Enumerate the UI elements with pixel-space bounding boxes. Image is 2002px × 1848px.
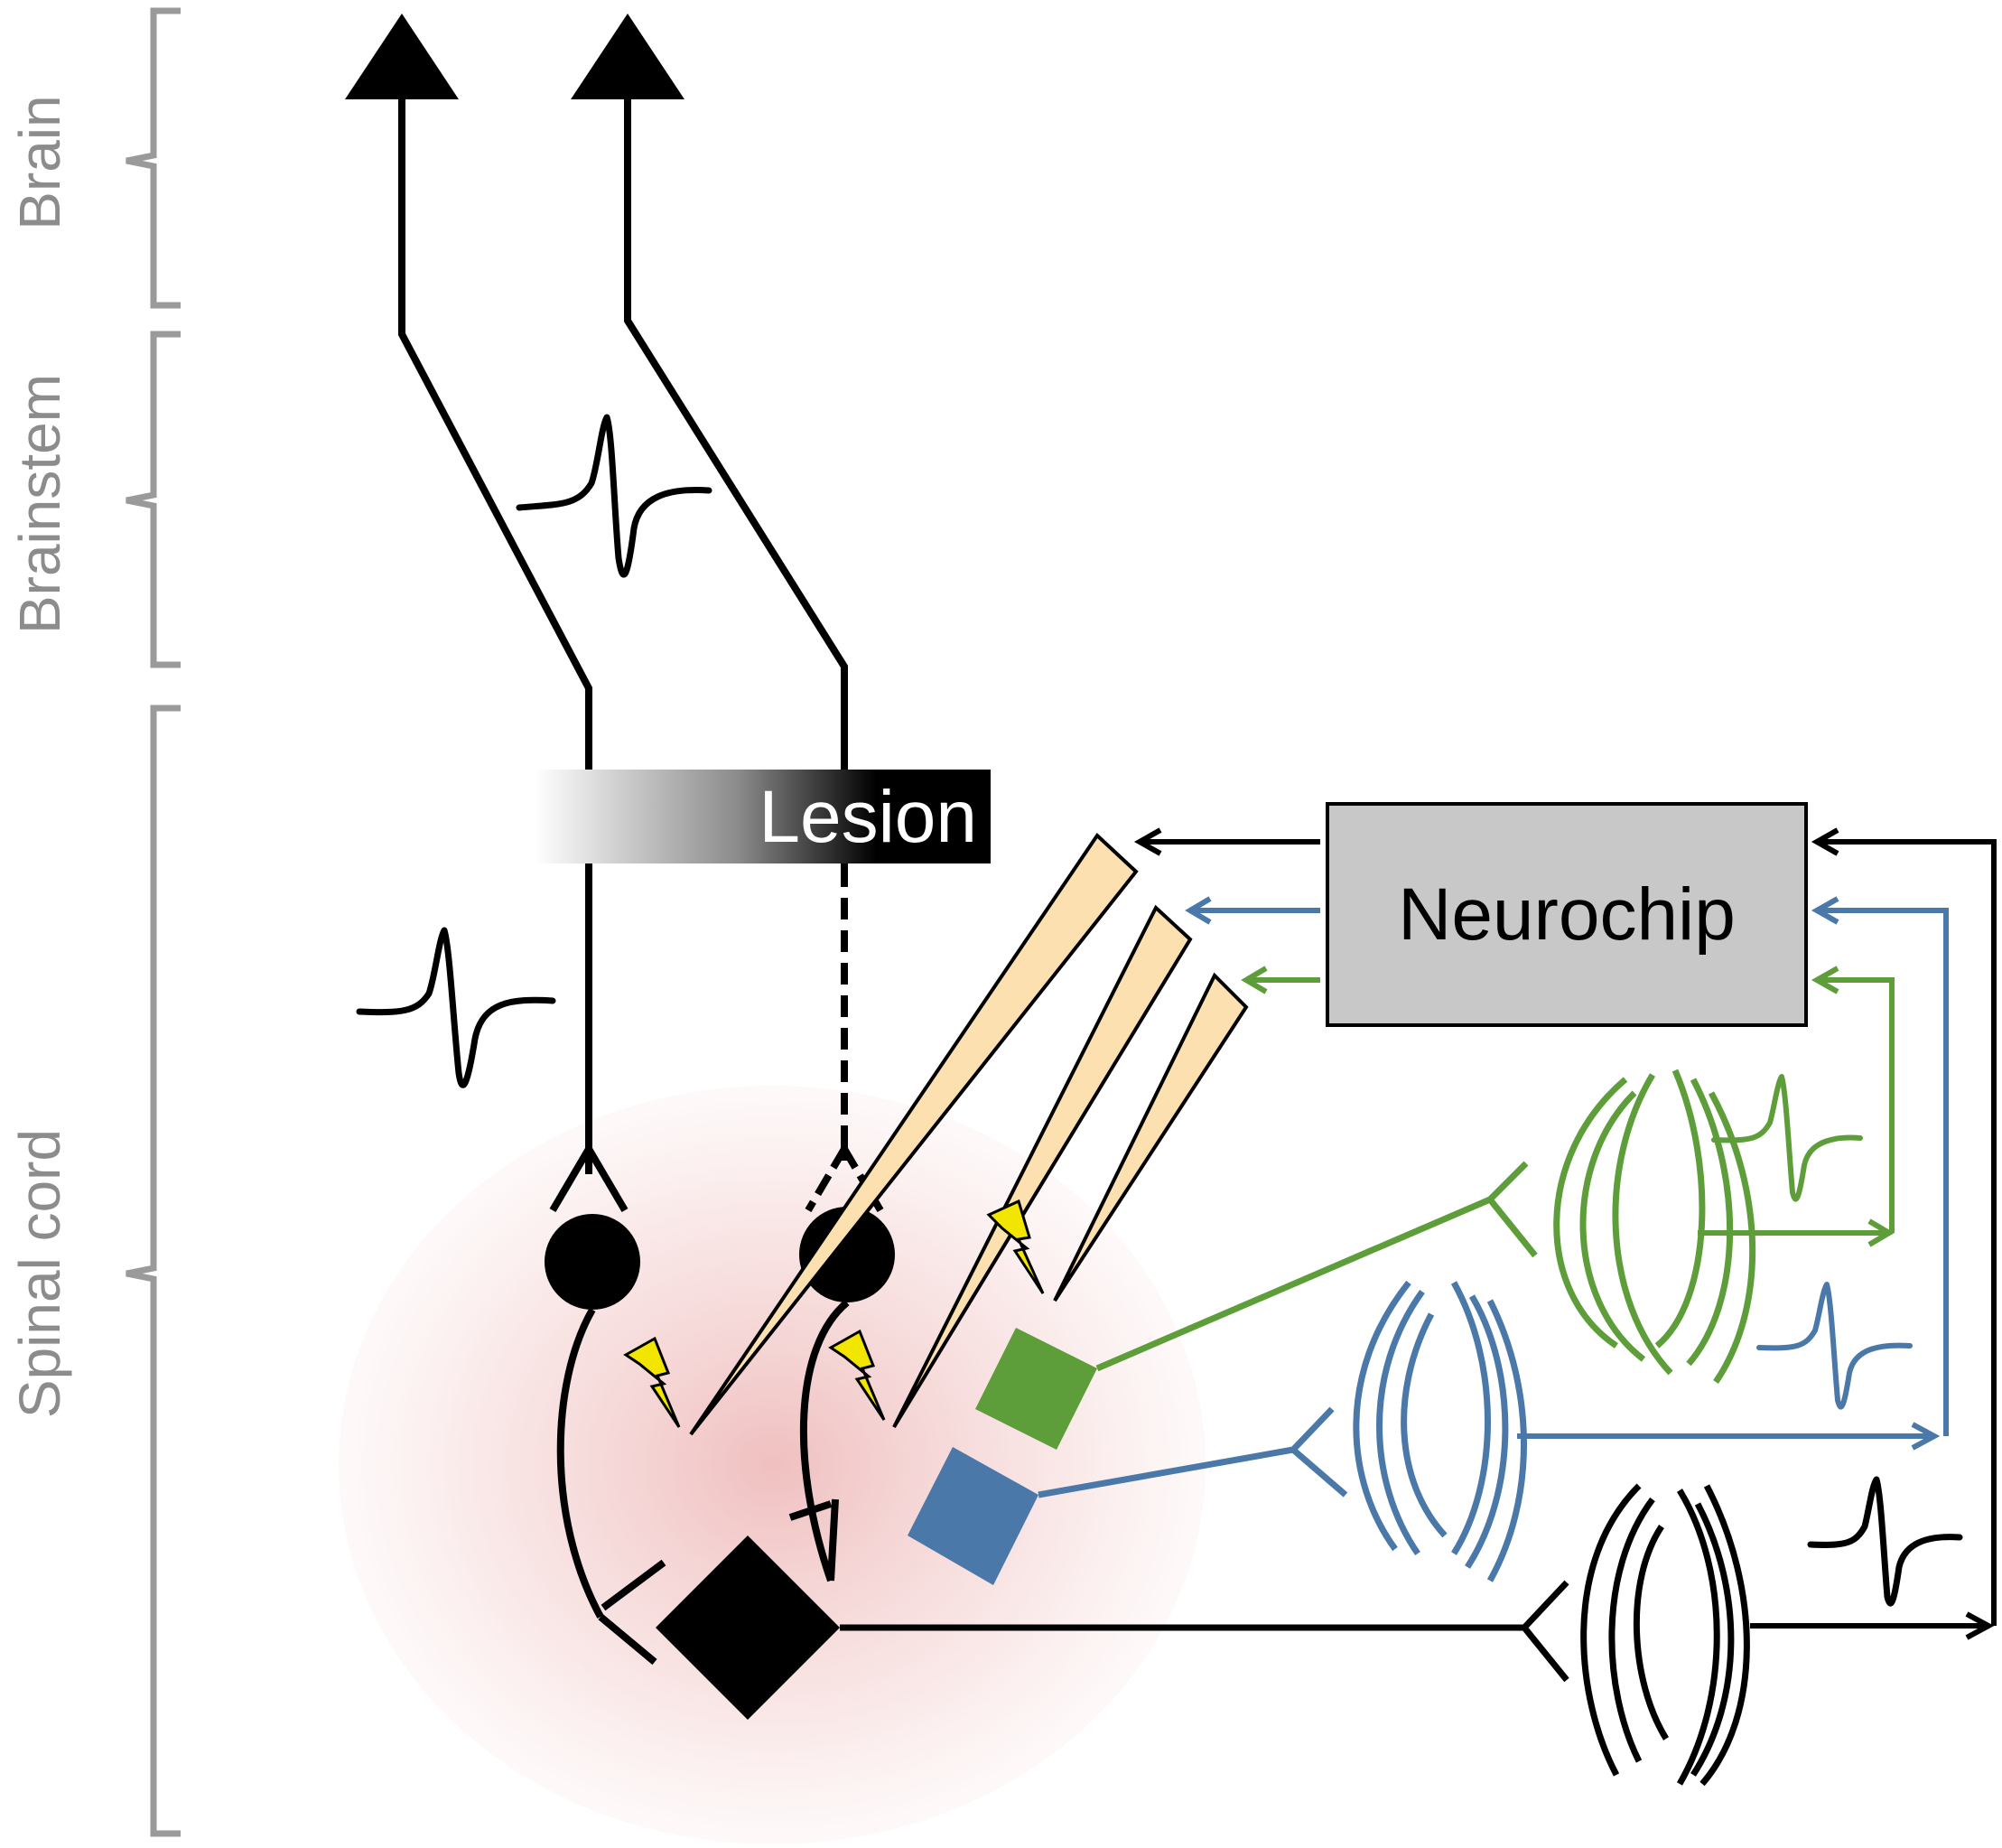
left-tract [398,90,592,1149]
lesion-band [535,770,991,863]
spike-spinal [356,927,556,1088]
stimulus-bolts [623,1199,1045,1428]
bolt-right [986,1199,1045,1294]
neuron-right-soma [799,1207,895,1302]
electrode-green [1053,972,1249,1302]
neuron-left-axon [556,1308,604,1619]
bolt-middle [828,1329,886,1421]
neuron-left-dendrite [549,1146,629,1213]
spikes-black [356,414,1963,1607]
lesion-label: Lesion [759,776,977,858]
spinal-cord-label: Spinal cord [7,1129,72,1418]
brainstem-bracket [126,331,181,668]
emg-black-path [1750,827,1997,1640]
neurochip-label: Neurochip [1398,873,1736,956]
muscle-green [1553,1069,1756,1384]
spinal-glow [339,1086,1206,1844]
neuron-left-synapse [598,1559,666,1666]
right-tract [624,90,848,865]
neuron-right-synapse [788,1498,839,1582]
axon-green [1095,1161,1538,1372]
motoneuron-green [975,1328,1097,1450]
arrowhead-up-right [571,14,684,99]
neuron-left-soma [545,1214,640,1310]
emg-green-path [1698,966,1895,1247]
stim-output-lines [1133,827,1320,994]
emg-blue-path [1517,896,1949,1451]
electrode-blue [892,904,1193,1429]
spike-green [1711,1074,1863,1202]
axon-black [840,1580,1569,1683]
muscle-blue [1353,1280,1527,1582]
electrode-black [689,832,1139,1436]
brainstem-label: Brainstem [7,374,72,634]
neuron-right-axon [799,1299,850,1582]
neurochip-box [1326,802,1808,1027]
brain-label: Brain [7,95,72,229]
bolt-left [623,1336,681,1428]
spike-black-muscle [1807,1476,1963,1607]
spike-brainstem [516,414,712,578]
neural-tracts [398,90,848,1149]
neuron-left [545,1146,666,1666]
region-brackets [126,7,181,1837]
neuron-right [788,1140,895,1582]
spinal-cord-bracket [126,705,181,1837]
arrowhead-up-left [345,14,459,99]
axon-blue [1038,1406,1348,1498]
brain-bracket [126,7,181,309]
muscle-black [1580,1483,1750,1787]
motoneuron-black [656,1535,840,1720]
motoneuron-blue [908,1447,1038,1585]
spike-blue [1756,1282,1913,1410]
